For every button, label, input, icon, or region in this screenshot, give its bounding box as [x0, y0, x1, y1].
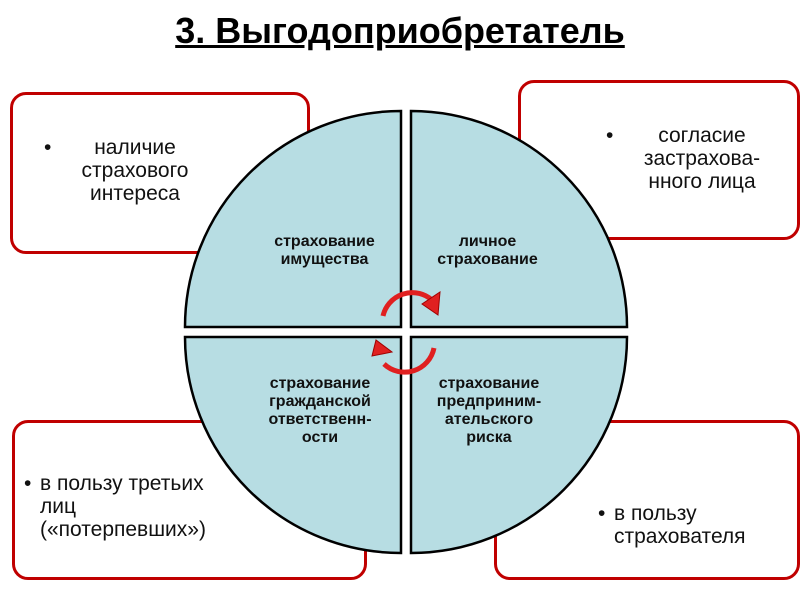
- text-line: имущества: [280, 251, 369, 268]
- bullet: •: [598, 502, 606, 525]
- text-line: в пользу: [614, 502, 697, 525]
- text-line: наличие: [94, 136, 176, 159]
- quadrant-label-bottom-right: страхование предприним- ательского риска: [415, 375, 563, 447]
- quadrant-label-top-left: страхование имущества: [252, 233, 397, 269]
- bullet: •: [44, 136, 52, 159]
- text-line: страхование: [274, 233, 375, 250]
- text-line: ответственн-: [268, 411, 372, 428]
- text-line: («потерпевших»): [40, 518, 206, 541]
- quadrant-top-right: [409, 109, 629, 329]
- quadrant-label-top-right: личное страхование: [415, 233, 560, 269]
- quadrant-bottom-left: [183, 335, 403, 555]
- text-line: интереса: [90, 182, 180, 205]
- page-title: 3. Выгодоприобретатель: [175, 10, 625, 51]
- outer-text-bottom-right: • в пользу страхователя: [598, 502, 779, 548]
- quadrant-label-bottom-left: страхование гражданской ответственн- ост…: [245, 375, 395, 447]
- text-line: риска: [466, 429, 512, 446]
- quadrant-top-left: [183, 109, 403, 329]
- text-line: страхование: [437, 251, 538, 268]
- text-line: страхового: [81, 159, 189, 182]
- text-line: согласие: [658, 124, 746, 147]
- text-line: личное: [458, 233, 517, 250]
- text-line: страхование: [269, 375, 371, 392]
- text-line: лиц: [40, 495, 77, 518]
- text-line: страхование: [438, 375, 540, 392]
- text-line: застрахова-: [643, 147, 761, 170]
- text-line: гражданской: [269, 393, 371, 410]
- text-line: страхователя: [614, 525, 746, 548]
- text-line: ательского: [444, 411, 534, 428]
- circular-arrows-icon: [371, 290, 441, 375]
- outer-text-top-right: • согласие застрахова- нного лица: [606, 124, 782, 193]
- text-line: предприним-: [436, 393, 542, 410]
- bullet: •: [606, 124, 614, 147]
- quadrant-bottom-right: [409, 335, 629, 555]
- outer-text-bottom-left: • в пользу третьих лиц («потерпевших»): [24, 472, 255, 541]
- bullet: •: [24, 472, 32, 495]
- text-line: нного лица: [648, 170, 756, 193]
- text-line: ости: [301, 429, 339, 446]
- text-line: в пользу третьих: [40, 472, 204, 495]
- outer-text-top-left: • наличие страхового интереса: [44, 136, 210, 205]
